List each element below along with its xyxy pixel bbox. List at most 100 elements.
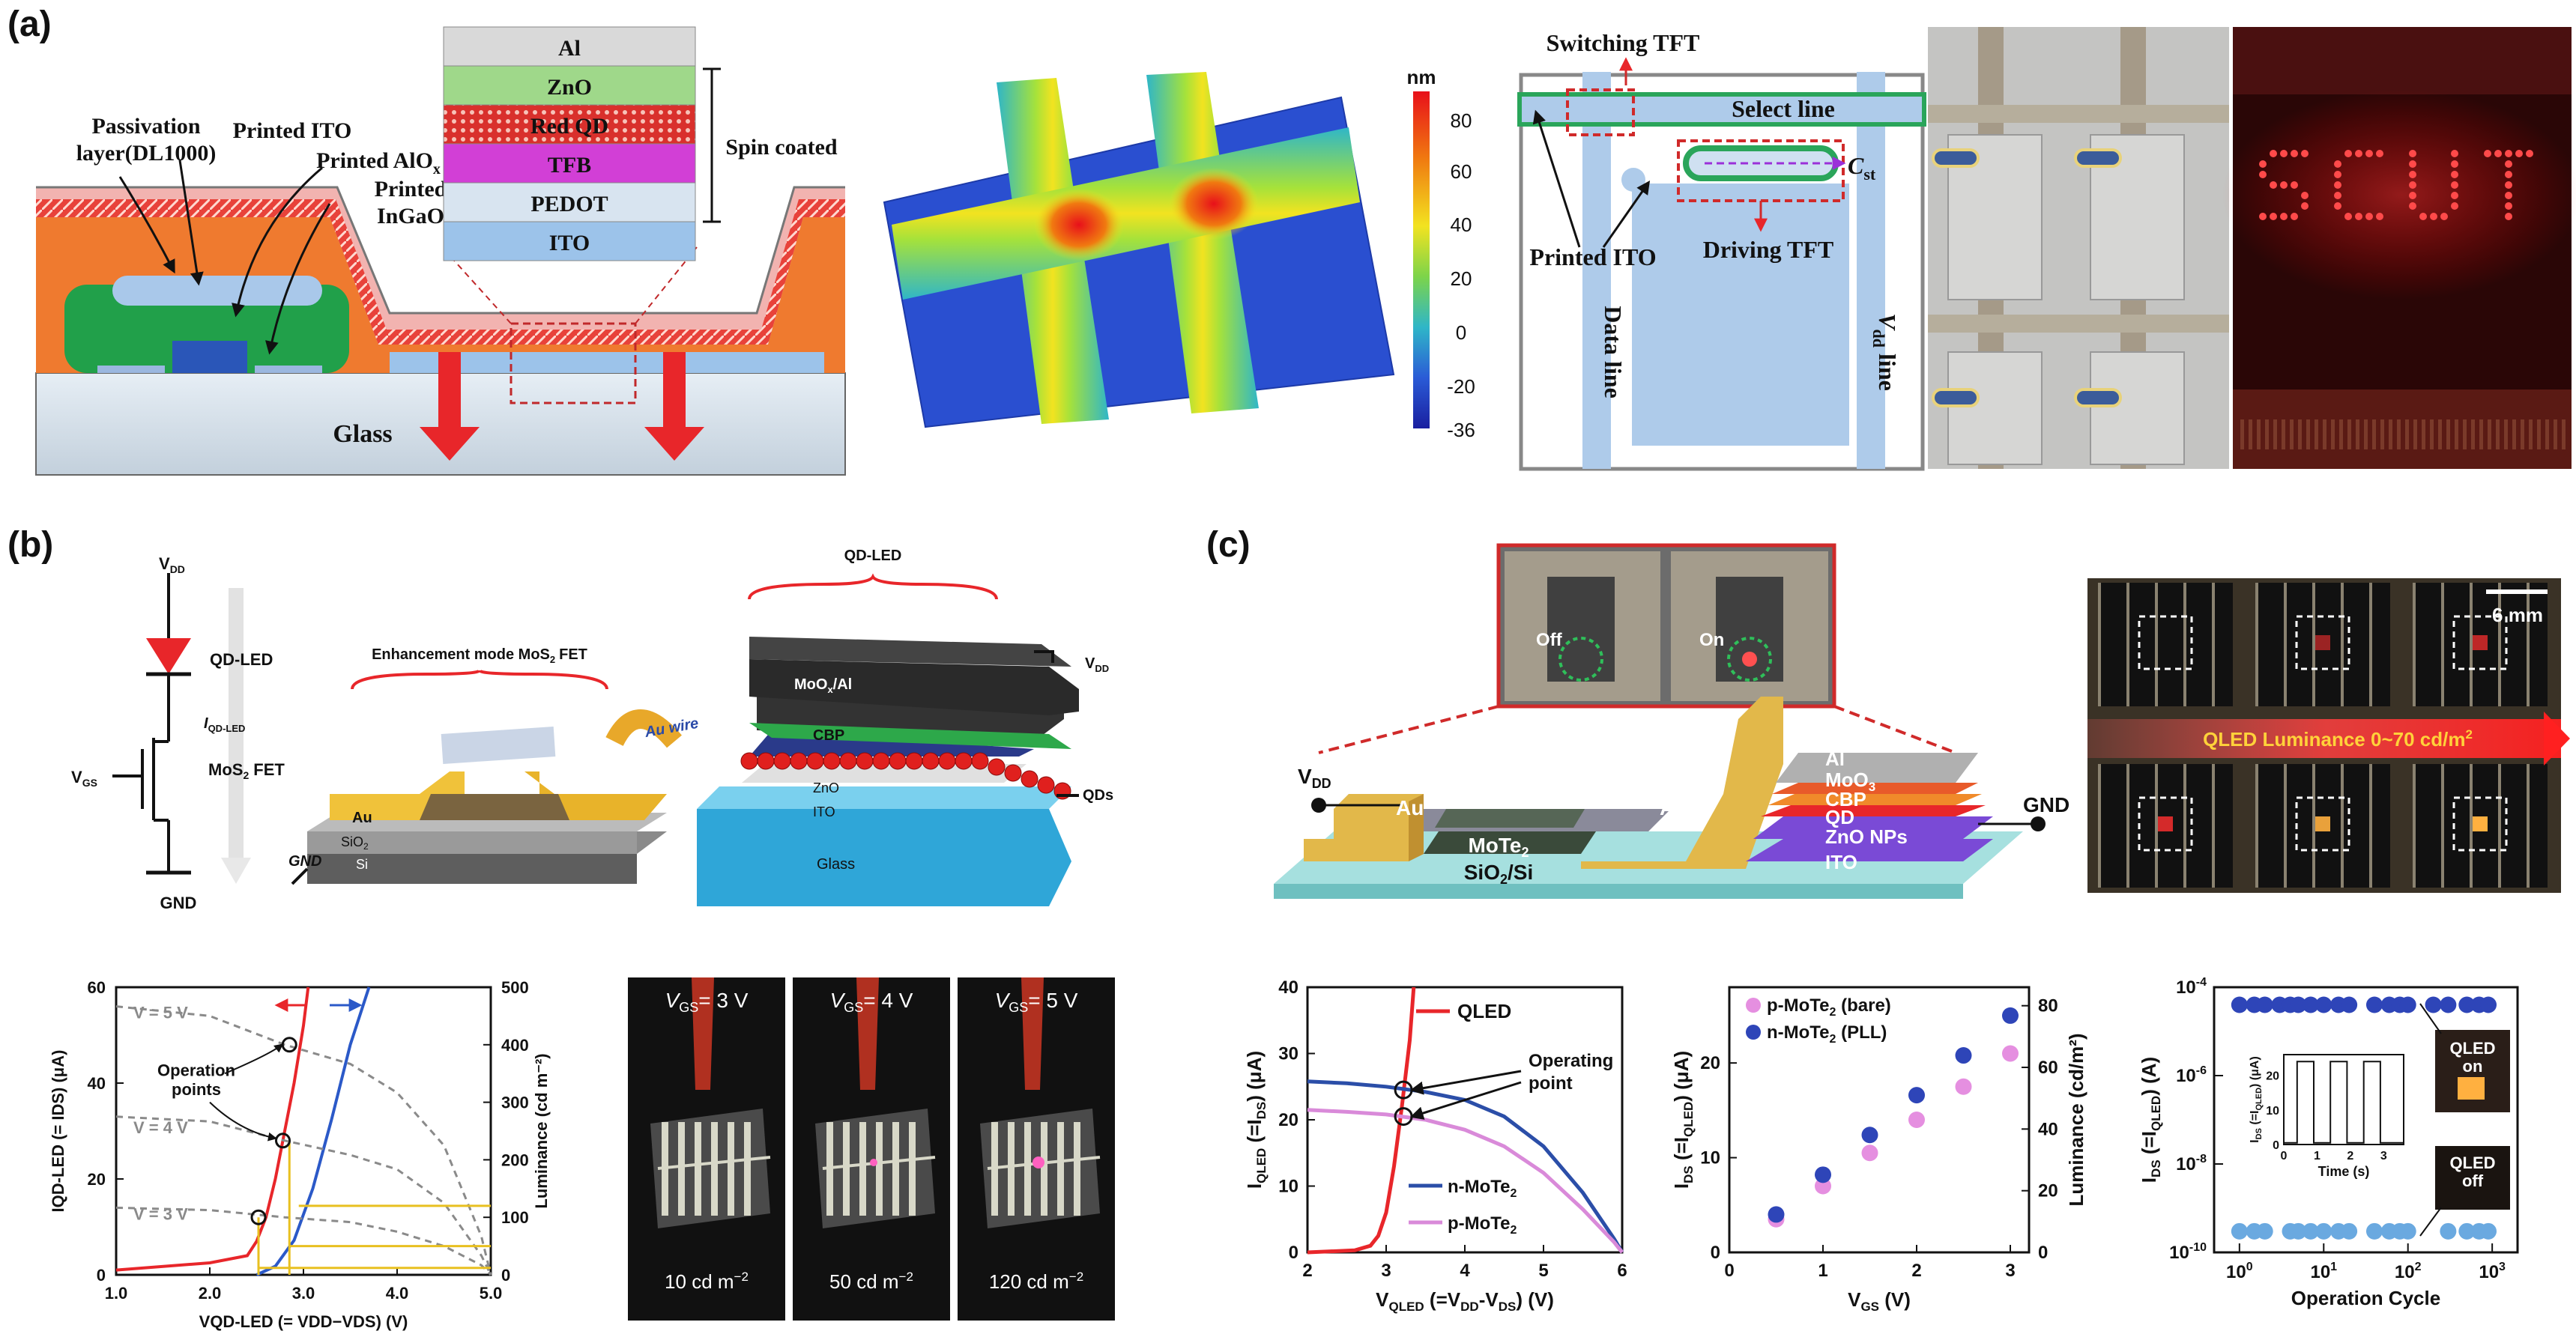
grid-line (2413, 764, 2416, 888)
qd-dot (1004, 764, 1022, 782)
printed-ito-label-layout: Printed ITO (1529, 243, 1656, 270)
y2-tick-label: 0 (501, 1266, 510, 1285)
roi-box (2138, 615, 2193, 670)
grid-line (2183, 764, 2186, 888)
layer-pedot: PEDOT (530, 192, 608, 216)
pin (2257, 419, 2261, 449)
grid-line (2098, 764, 2101, 888)
b-gnd-circuit: GND (160, 894, 197, 912)
qd-dot (955, 752, 973, 770)
emission (870, 1159, 877, 1166)
grid-line (2212, 764, 2215, 888)
b-photo2-lum: 50 cd m−2 (829, 1270, 913, 1293)
pin (2282, 419, 2285, 449)
x-tick-label: 100 (2226, 1261, 2253, 1282)
display-dot (2409, 160, 2416, 168)
pin (2339, 419, 2343, 449)
pixel-cell (2098, 583, 2233, 706)
x-tick-label: 102 (2395, 1261, 2422, 1282)
display-dot (2259, 160, 2267, 168)
display-dot (2301, 192, 2309, 199)
b-photo3-vgs: VGS= 5 V (995, 989, 1078, 1015)
roi-box (2295, 615, 2350, 670)
qled-on-label: QLED (2449, 1039, 2495, 1058)
operating-label: Operating (1529, 1051, 1613, 1071)
select-line-label: Select line (1732, 95, 1835, 122)
pin (2455, 419, 2458, 449)
series-line (115, 1115, 492, 1276)
x-axis-label: VGS (V) (1848, 1288, 1911, 1314)
x-tick-label: 4.0 (386, 1284, 409, 1303)
b-qdled-circuit: QD-LED (210, 650, 273, 669)
afm-tick-neg36: -36 (1447, 419, 1475, 441)
display-dot (2505, 192, 2512, 199)
c-sio2si-label: SiO2/Si (1464, 861, 1533, 887)
panel-label-c: (c) (1206, 525, 1251, 565)
grid-line (2369, 583, 2372, 706)
glass-label: Glass (333, 420, 392, 448)
data-point (2002, 1045, 2019, 1062)
grid-line (2441, 764, 2444, 888)
display-dot (2505, 181, 2512, 189)
display-dot (2365, 213, 2373, 220)
qd-dot (938, 752, 956, 770)
grid-line (2341, 764, 2344, 888)
c-scale-label: 6 mm (2492, 604, 2543, 626)
qd-dot (1021, 770, 1038, 788)
qled-off-label: QLED (2449, 1153, 2495, 1172)
display-dot (2355, 150, 2362, 157)
y2-tick-label: 0 (2038, 1243, 2048, 1263)
series-line (256, 986, 371, 1276)
display-dot (2526, 150, 2533, 157)
electrode (695, 1122, 701, 1216)
y2-tick-label: 40 (2038, 1119, 2058, 1139)
electrode (822, 1156, 936, 1170)
data-point (2256, 996, 2273, 1013)
electrode (678, 1122, 685, 1216)
c-on-label: On (1699, 630, 1724, 650)
x-axis-label: Operation Cycle (2291, 1287, 2440, 1309)
afm-topography (883, 72, 1430, 428)
y2-axis-label: Luminance (cd/m²) (2065, 1033, 2087, 1206)
qd-dot (740, 752, 758, 770)
pin (2323, 419, 2326, 449)
grid-line (2527, 764, 2530, 888)
x-tick-label: 3.0 (292, 1284, 315, 1303)
data-point (2256, 1222, 2273, 1240)
display-dot (2334, 202, 2341, 210)
layer-zno: ZnO (547, 75, 592, 100)
display-dot (2376, 150, 2383, 157)
grid-line (2098, 583, 2101, 706)
electrode (1074, 1122, 1080, 1216)
y-tick-label: 20 (1278, 1110, 1298, 1130)
pin (2562, 419, 2566, 449)
b-cbp-label: CBP (813, 727, 844, 744)
x-tick-label: 6 (1617, 1261, 1627, 1281)
x-tick-label: 1.0 (105, 1284, 128, 1303)
display-dot (2515, 150, 2523, 157)
roi-box (2452, 796, 2508, 852)
electrode (1041, 1122, 1047, 1216)
electrode (1057, 1122, 1064, 1216)
c-array-photos (2087, 578, 2570, 893)
display-dot (2451, 171, 2458, 178)
inset-x-tick: 2 (2347, 1150, 2353, 1162)
pin (2356, 419, 2359, 449)
pixel-micrograph (1928, 27, 2229, 469)
qd-dot (823, 752, 841, 770)
probe (1021, 977, 1044, 1090)
c-au1-label: Au (1396, 796, 1424, 819)
probe (856, 977, 879, 1090)
qled-off-photo (2435, 1146, 2510, 1210)
data-point (2002, 1007, 2019, 1024)
operating-label: point (1529, 1073, 1573, 1094)
qd-dot (757, 752, 775, 770)
a-cross-section (35, 160, 846, 476)
display-dot (2484, 150, 2491, 157)
display-dot (2270, 213, 2277, 220)
y-tick-label: 0 (1711, 1243, 1720, 1263)
display-dot (2280, 213, 2288, 220)
pin (2372, 419, 2376, 449)
y-axis-label: IQLED (=IDS) (μA) (1243, 1051, 1269, 1189)
